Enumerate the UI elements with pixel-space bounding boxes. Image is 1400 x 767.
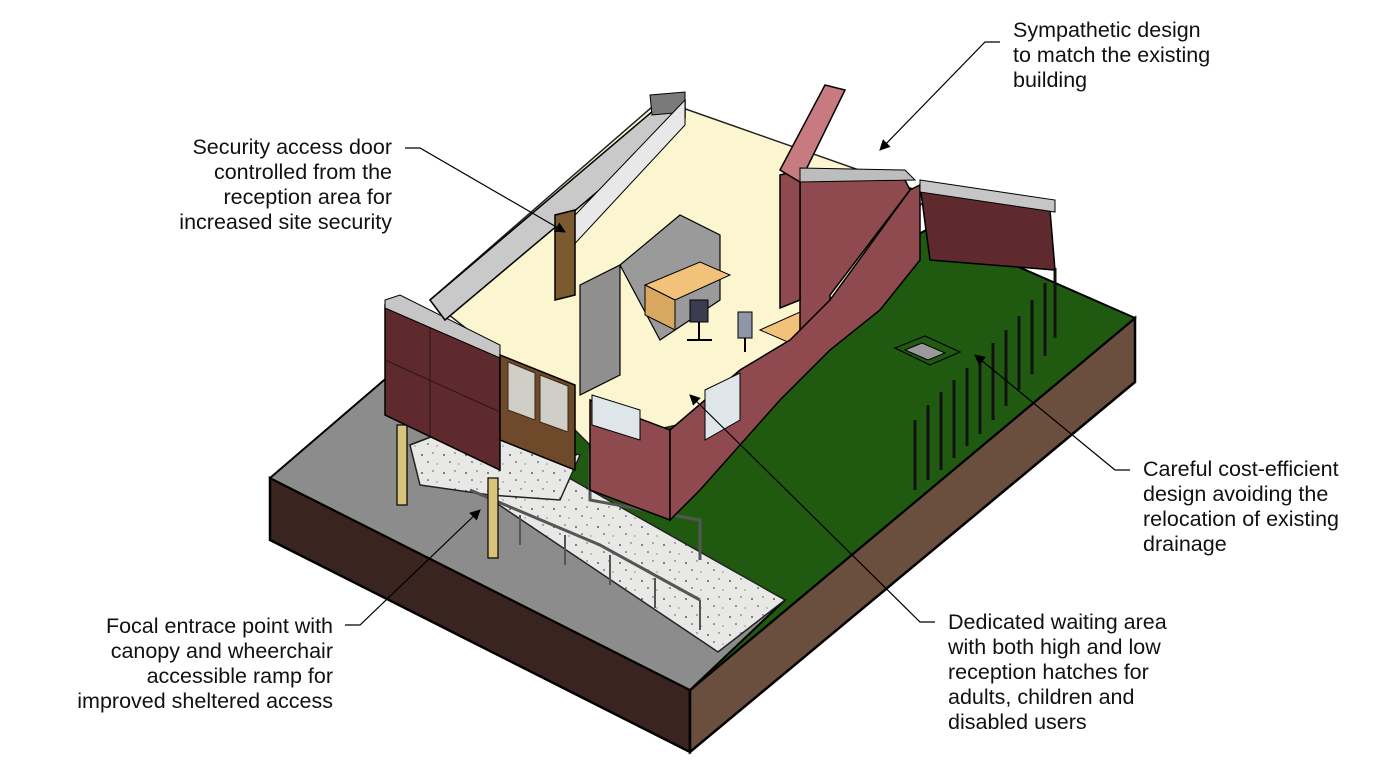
annotation-line: with both high and low: [948, 635, 1161, 659]
annotation-line: to match the existing: [1013, 43, 1211, 67]
annotation-line: controlled from the: [213, 160, 392, 184]
canopy-post-left: [396, 424, 408, 506]
annotation-line: disabled users: [948, 710, 1087, 734]
annotation-line: relocation of existing: [1143, 507, 1339, 531]
annotation-line: reception hatches for: [948, 660, 1149, 684]
annotation-security-door: Security access door controlled from the…: [130, 135, 392, 235]
leader-waiting: [689, 394, 935, 623]
annotation-line: drainage: [1143, 532, 1227, 556]
annotation-focal-entrance: Focal entrace point with canopy and whee…: [40, 614, 333, 714]
annotation-line: adults, children and: [948, 685, 1135, 709]
security-access-door: [554, 209, 576, 301]
canopy-post-right: [487, 477, 499, 559]
annotation-line: Careful cost-efficient: [1143, 457, 1339, 481]
annotation-sympathetic-design: Sympathetic design to match the existing…: [1013, 18, 1210, 93]
annotation-line: Focal entrace point with: [105, 614, 333, 638]
annotation-waiting-area: Dedicated waiting area with both high an…: [948, 610, 1167, 735]
annotation-line: building: [1013, 68, 1088, 92]
ramp-handrail: [469, 488, 701, 602]
drainage-cover: [893, 335, 962, 366]
annotation-line: design avoiding the: [1143, 482, 1329, 506]
reception-partition-front: [579, 264, 621, 396]
leader-focal: [345, 509, 481, 626]
annotation-line: Sympathetic design: [1013, 18, 1201, 42]
annotation-line: Security access door: [192, 135, 392, 159]
office-chair-2: [737, 311, 753, 352]
annotation-line: canopy and wheerchair: [110, 639, 333, 663]
gable-wall: [779, 84, 847, 184]
reception-hatch-window: [591, 394, 641, 441]
annotation-line: Dedicated waiting area: [948, 610, 1167, 634]
annotation-line: accessible ramp for: [146, 664, 333, 688]
annotation-line: improved sheltered access: [77, 689, 333, 713]
office-chair-1: [687, 299, 712, 341]
fence-railing: [913, 268, 1057, 490]
annotation-line: reception area for: [223, 185, 392, 209]
leader-security: [405, 147, 566, 233]
leader-sympathetic: [879, 41, 1000, 151]
leader-cost: [974, 354, 1130, 471]
back-brick-wall: [779, 169, 801, 310]
leader-lines: [345, 41, 1130, 626]
annotation-line: increased site security: [179, 210, 392, 234]
annotation-cost-efficient: Careful cost-efficient design avoiding t…: [1143, 457, 1339, 557]
